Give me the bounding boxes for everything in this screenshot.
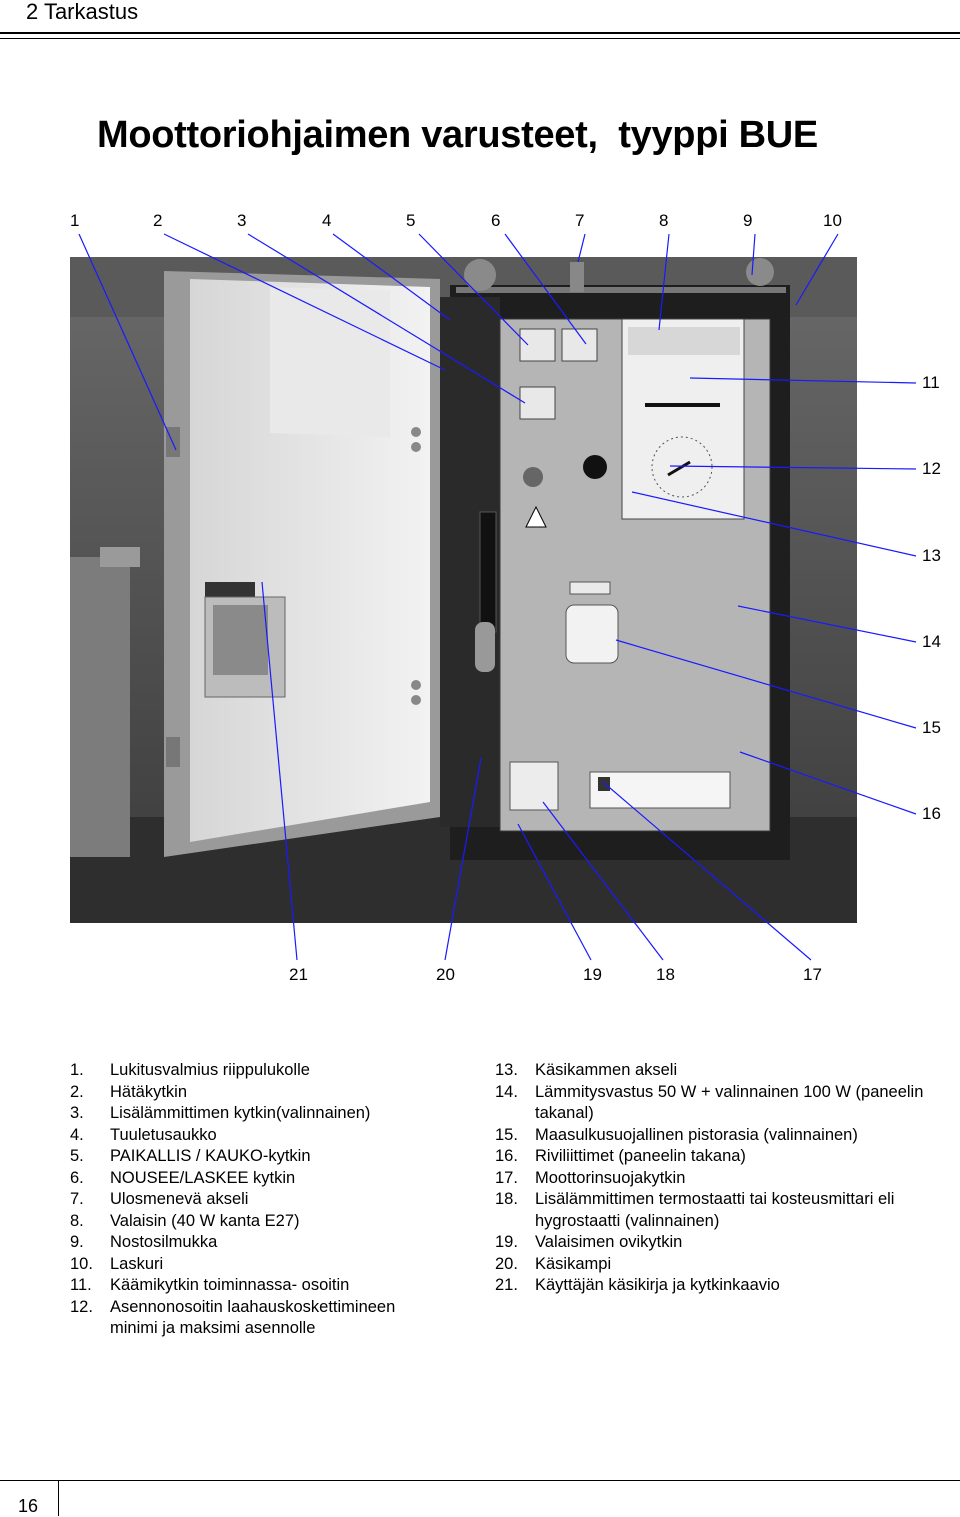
list-item: 9.Nostosilmukka [70,1233,218,1251]
list-item: 13.Käsikammen akseli [495,1061,678,1079]
legend-list-right: 13.Käsikammen akseli 14.Lämmitysvastus 5… [495,1060,957,1297]
header-rule-thin [0,38,960,39]
header-rule [0,32,960,34]
list-item: 15.Maasulkusuojallinen pistorasia (valin… [495,1125,858,1144]
list-item: 16.Riviliittimet (paneelin takana) [495,1147,746,1165]
list-item: 10.Laskuri [70,1254,164,1273]
list-item: 14.Lämmitysvastus 50 W + valinnainen 100… [495,1082,924,1123]
list-item: 1.Lukitusvalmius riippulukolle [70,1061,310,1079]
callout-number: 17 [803,965,822,984]
legend-list-left: 1.Lukitusvalmius riippulukolle 2.Hätäkyt… [70,1060,430,1340]
list-item: 8.Valaisin (40 W kanta E27) [70,1211,300,1230]
page-number: 16 [18,1496,39,1516]
callout-number: 10 [823,211,842,230]
callout-number: 11 [922,373,940,392]
list-item: 7.Ulosmenevä akseli [70,1190,249,1208]
cabinet-photo [70,257,857,923]
callout-number: 2 [153,211,163,230]
callout-number: 5 [406,211,416,230]
list-item: 11.Käämikytkin toiminnassa- osoitin [70,1276,350,1294]
list-item: 3.Lisälämmittimen kytkin(valinnainen) [70,1104,371,1122]
callout-number: 14 [922,632,941,651]
callout-number: 1 [70,211,80,230]
callout-number: 18 [656,965,675,984]
callout-number: 4 [322,211,332,230]
list-item: 19.Valaisimen ovikytkin [495,1233,683,1251]
section-heading: 2 Tarkastus [26,0,139,24]
list-item: 12.Asennonosoitin laahauskoskettimineen … [70,1297,396,1338]
callout-number: 7 [575,211,585,230]
list-item: 20.Käsikampi [495,1254,612,1273]
callout-number: 9 [743,211,753,230]
list-item: 5.PAIKALLIS / KAUKO-kytkin [70,1147,311,1165]
footer-page-box [0,1480,59,1516]
list-item: 17.Moottorinsuojakytkin [495,1168,686,1187]
list-item: 4.Tuuletusaukko [70,1125,217,1144]
callout-number: 15 [922,718,941,737]
callout-number: 6 [491,211,501,230]
list-item: 21.Käyttäjän käsikirja ja kytkinkaavio [495,1276,780,1294]
callout-number: 16 [922,804,941,823]
list-item: 6.NOUSEE/LASKEE kytkin [70,1168,296,1187]
callout-number: 19 [583,965,602,984]
page-title: Moottoriohjaimen varusteet, tyyppi BUE [97,114,818,156]
callout-number: 21 [289,965,308,984]
list-item: 18.Lisälämmittimen termostaatti tai kost… [495,1190,895,1230]
callout-number: 13 [922,546,941,565]
footer-rule [0,1480,960,1481]
callout-number: 12 [922,459,941,478]
page-header: 2 Tarkastus [0,0,960,34]
callout-number: 20 [436,965,455,984]
callout-number: 3 [237,211,247,230]
list-item: 2.Hätäkytkin [70,1082,188,1101]
callout-number: 8 [659,211,669,230]
